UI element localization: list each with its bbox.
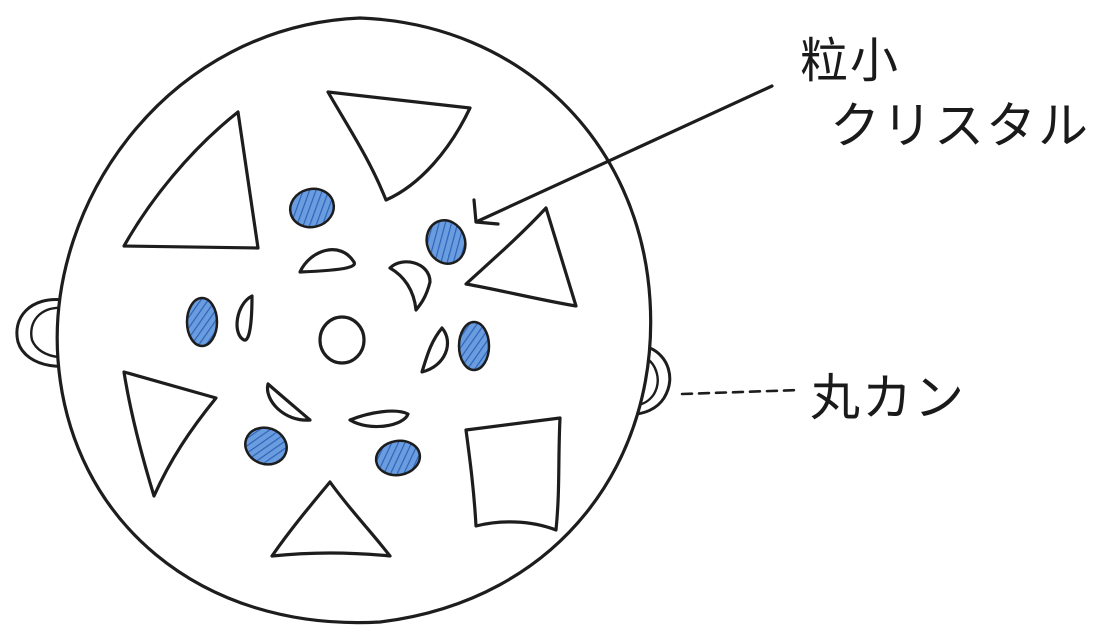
jump-ring-leader-line <box>682 390 800 394</box>
crystal-dot <box>459 322 489 370</box>
jump-ring-label: 丸カン <box>810 372 966 425</box>
crystal-dot <box>187 298 217 346</box>
crystal-label-line-1: 粒小 <box>800 36 900 86</box>
crystal-label-line-2: クリスタル <box>830 100 1090 153</box>
